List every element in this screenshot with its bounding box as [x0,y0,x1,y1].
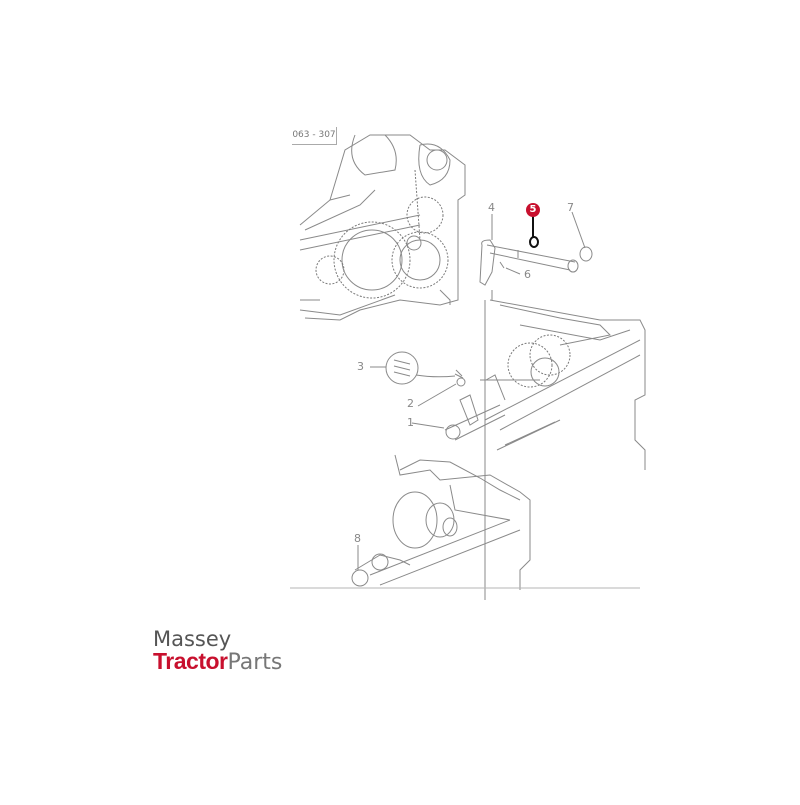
callout-8: 8 [354,532,361,545]
part-7-plug [571,211,593,262]
reference-code: 063 - 307 [292,127,337,145]
callout-1: 1 [407,416,414,429]
leader-6 [505,267,521,275]
logo-word-parts: Parts [227,650,283,675]
part-8-plug [351,545,369,587]
part-1-selector-rail [411,374,506,441]
bottom-housing [290,454,640,590]
callout-4: 4 [488,201,495,214]
callout-6: 6 [524,268,531,281]
logo-line-tractor-parts: TractorParts [153,650,282,674]
callout-5-highlighted[interactable]: 5 [526,203,540,217]
part-3-detent-spring [370,351,464,385]
part-2-detent-ball [417,377,466,407]
callout-2: 2 [407,397,414,410]
logo-word-tractor: Tractor [153,648,228,674]
callout-3: 3 [357,360,364,373]
massey-tractor-parts-logo: Massey TractorParts [153,629,282,674]
callout-7: 7 [567,201,574,214]
part-5-o-ring [529,216,539,248]
gearbox-housing-lower [480,299,646,600]
logo-line-massey: Massey [153,627,232,651]
transmission-housing-upper [299,134,466,321]
part-4-shift-shaft [479,239,579,286]
